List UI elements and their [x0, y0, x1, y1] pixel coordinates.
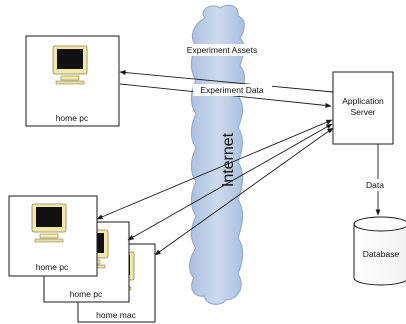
app-server-label-line2: Server	[350, 107, 375, 117]
edge-label-data: Data	[366, 180, 384, 190]
internet-label: Internet	[220, 132, 237, 187]
edge-label-data-group: Experiment Data	[193, 84, 272, 96]
application-server-node: Application Server	[332, 71, 394, 145]
edge-label-assets: Experiment Assets	[187, 45, 257, 55]
app-server-label-line1: Application	[342, 96, 384, 106]
edge-label-db-group: Data	[364, 179, 386, 191]
edge-label-experiment-data: Experiment Data	[200, 85, 264, 95]
home-pc-node-1: home pc	[8, 195, 98, 277]
edge-mac	[154, 127, 334, 256]
home-pc-node: home pc	[25, 35, 120, 127]
edge-label-assets-group: Experiment Assets	[179, 44, 265, 56]
database-cylinder	[353, 224, 406, 286]
home-mac-label: home mac	[96, 310, 136, 320]
database-label: Database	[363, 249, 400, 259]
edge-assets	[119, 70, 334, 93]
home-pc-2-label: home pc	[70, 289, 103, 299]
home-pc-label: home pc	[56, 113, 89, 123]
database-node: Database	[353, 216, 406, 286]
home-pc-1-label: home pc	[36, 262, 69, 272]
